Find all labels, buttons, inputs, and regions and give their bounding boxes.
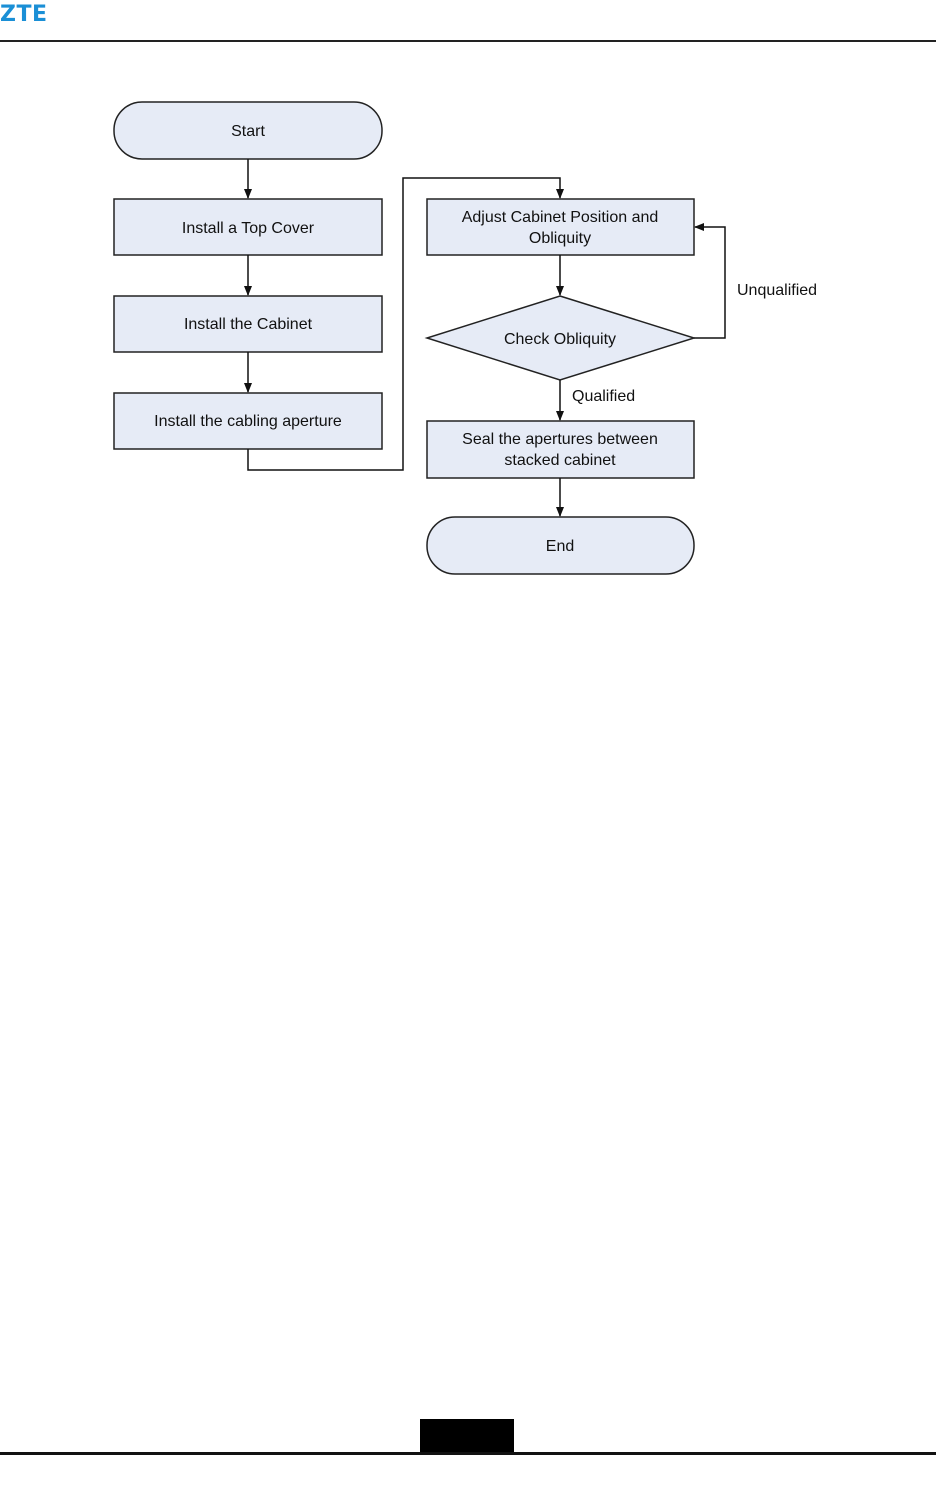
page-number-tab xyxy=(420,1419,514,1453)
qualified-label: Qualified xyxy=(572,388,635,405)
unqualified-label: Unqualified xyxy=(737,282,817,299)
seal-box xyxy=(427,421,694,478)
seal-label-line1: Seal the apertures between xyxy=(462,431,658,448)
adjust-label-line1: Adjust Cabinet Position and xyxy=(462,209,659,226)
install-top-cover-label: Install a Top Cover xyxy=(182,220,315,237)
end-label: End xyxy=(546,538,574,555)
install-cabling-label: Install the cabling aperture xyxy=(154,413,342,430)
edge-unqualified-loop xyxy=(694,227,725,338)
install-cabinet-label: Install the Cabinet xyxy=(184,316,313,333)
adjust-label-line2: Obliquity xyxy=(529,230,591,247)
seal-label-line2: stacked cabinet xyxy=(504,452,616,469)
installation-flowchart: Start Install a Top Cover Install the Ca… xyxy=(0,0,936,620)
start-label: Start xyxy=(231,123,265,140)
footer-rule xyxy=(0,1452,936,1455)
check-label: Check Obliquity xyxy=(504,331,616,348)
